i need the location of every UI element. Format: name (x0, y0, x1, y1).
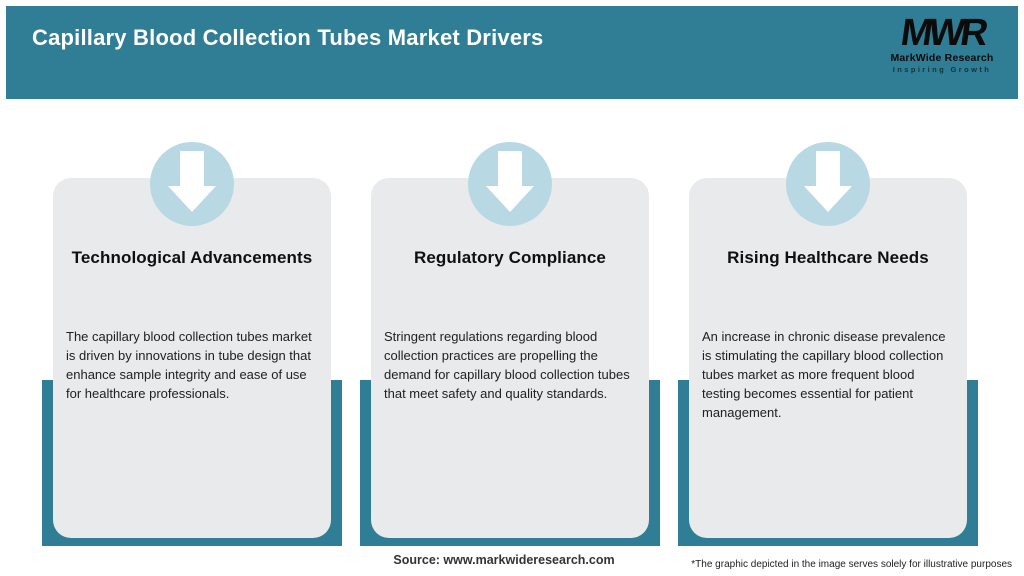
disclaimer-text: *The graphic depicted in the image serve… (691, 559, 1012, 570)
card-title: Rising Healthcare Needs (727, 248, 929, 267)
arrow-down-icon (468, 142, 552, 226)
header-bar: Capillary Blood Collection Tubes Market … (6, 6, 1018, 99)
card-title: Regulatory Compliance (414, 248, 606, 267)
card-description: Stringent regulations regarding blood co… (384, 329, 630, 401)
markwide-research-logo: MWR MarkWide Research Inspiring Growth (882, 12, 1002, 74)
driver-card-technological-advancements: Technological Advancements The capillary… (53, 178, 331, 538)
source-text: Source: www.markwideresearch.com (393, 553, 615, 567)
card-description: An increase in chronic disease prevalenc… (702, 329, 946, 420)
card-description: The capillary blood collection tubes mar… (66, 329, 312, 401)
card-title: Technological Advancements (71, 248, 313, 267)
page-title: Capillary Blood Collection Tubes Market … (32, 25, 544, 50)
driver-card-regulatory-compliance: Regulatory Compliance Stringent regulati… (371, 178, 649, 538)
mwr-monogram: MWR (897, 12, 987, 54)
logo-name: MarkWide Research (890, 52, 994, 64)
logo-tagline: Inspiring Growth (892, 64, 992, 74)
arrow-down-icon (150, 142, 234, 226)
driver-card-rising-healthcare-needs: Rising Healthcare Needs An increase in c… (689, 178, 967, 538)
arrow-down-icon (786, 142, 870, 226)
